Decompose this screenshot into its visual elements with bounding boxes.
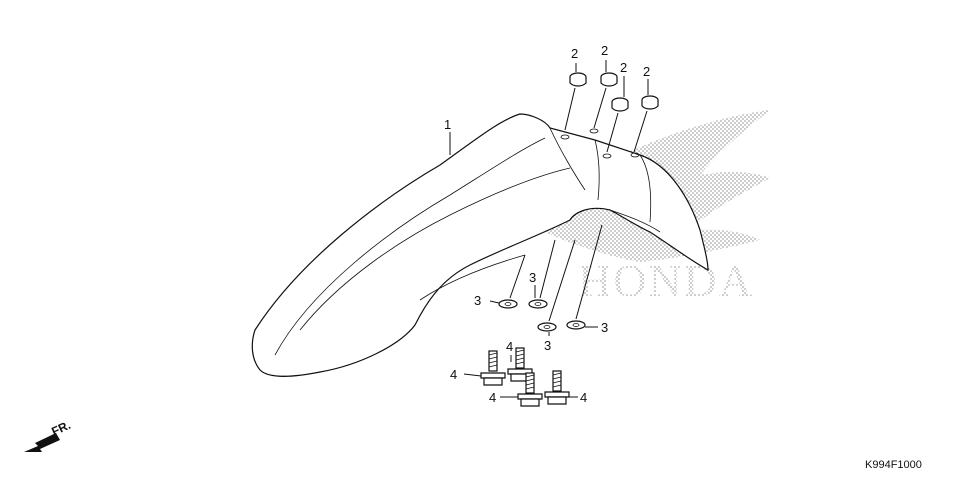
flange-bolt: 4 [489, 372, 543, 407]
callout-fender: 1 [444, 117, 451, 155]
grommet: 2 [633, 64, 659, 153]
grommets: 2 2 2 2 [564, 43, 659, 153]
flange-bolt: 4 [450, 350, 506, 386]
callout-bolt-label: 4 [506, 339, 513, 354]
grommet: 2 [606, 60, 629, 153]
bolts: 4 4 4 4 [450, 339, 587, 407]
direction-label: FR. [49, 418, 72, 439]
callout-washer-label: 3 [544, 338, 551, 353]
callout-washer-label: 3 [474, 293, 481, 308]
washer: 3 [566, 224, 608, 335]
callout-grommet-label: 2 [571, 46, 578, 61]
forward-arrow-icon [24, 433, 60, 452]
grommet: 2 [564, 46, 587, 131]
callout-grommet-label: 2 [601, 43, 608, 58]
callout-grommet-label: 2 [620, 60, 627, 75]
callout-bolt-label: 4 [489, 390, 496, 405]
callout-washer-label: 3 [601, 320, 608, 335]
diagram-code: K994F1000 [865, 459, 922, 471]
front-direction-indicator: FR. [24, 418, 73, 452]
callout-bolt-label: 4 [450, 367, 457, 382]
washers: 3 3 3 3 [474, 224, 608, 353]
washer: 3 [537, 239, 576, 353]
washer: 3 [474, 254, 526, 309]
callout-grommet-label: 2 [643, 64, 650, 79]
flange-bolt: 4 [544, 370, 587, 405]
washer: 3 [528, 239, 556, 309]
callout-washer-label: 3 [529, 270, 536, 285]
grommet: 2 [593, 43, 618, 129]
callout-fender-label: 1 [444, 117, 451, 132]
front-fender [251, 113, 709, 377]
brand-watermark-text: HONDA [578, 255, 754, 306]
callout-bolt-label: 4 [580, 390, 587, 405]
